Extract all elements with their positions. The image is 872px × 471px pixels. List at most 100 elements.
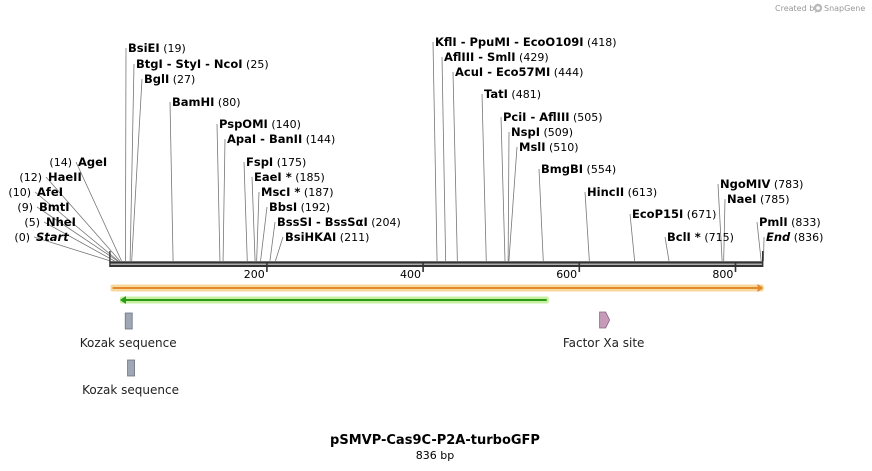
- snapgene-logo-icon: [813, 3, 823, 13]
- site-haeii-leader: [45, 176, 121, 262]
- site-bamhi[interactable]: BamHI (80): [172, 95, 241, 109]
- site-bmti-leader: [36, 206, 118, 262]
- site-kfli-enzyme: - EcoO109I: [510, 35, 583, 49]
- site-pcii-enzyme: - AflIII: [526, 110, 569, 124]
- site-msci[interactable]: MscI * (187): [261, 185, 334, 199]
- site-bsiei-label: BsiEI (19): [128, 41, 186, 55]
- site-naei-enzyme: NaeI: [727, 192, 756, 206]
- site-afliii-enzyme: AflIII: [444, 50, 474, 64]
- site-pmli[interactable]: PmlI (833): [759, 215, 821, 229]
- feature-orf-main[interactable]: [110, 284, 764, 292]
- site-pmli-label: PmlI (833): [759, 215, 821, 229]
- site-nspi[interactable]: NspI (509): [511, 125, 573, 139]
- site-nhei[interactable]: (5)NheI: [24, 215, 75, 229]
- site-pcii-position: (505): [573, 111, 603, 124]
- site-apai[interactable]: ApaI - BanII (144): [227, 132, 335, 146]
- feature-orf-gfp[interactable]: [119, 296, 549, 304]
- site-btgi-position: (25): [246, 58, 269, 71]
- ruler-end-cap: [762, 251, 764, 267]
- site-afliii[interactable]: AflIII - SmlI (429): [444, 50, 549, 64]
- site-bsssi-label: BssSI - BssSαI (204): [277, 215, 401, 229]
- site-fspi-position: (175): [277, 156, 307, 169]
- site-fspi[interactable]: FspI (175): [246, 155, 306, 169]
- site-acui-label: AcuI - Eco57MI (444): [455, 65, 583, 79]
- credit-prefix: Created by: [775, 4, 819, 13]
- site-bcli-enzyme: BclI *: [667, 230, 701, 244]
- site-bcli[interactable]: BclI * (715): [667, 230, 734, 244]
- site-ngomiv-leader: [717, 183, 723, 262]
- site-apai-position: (144): [306, 133, 336, 146]
- site-pcii[interactable]: PciI - AflIII (505): [503, 110, 603, 124]
- site-tati-position: (481): [511, 88, 541, 101]
- site-kfli[interactable]: KflI - PpuMI - EcoO109I (418): [435, 35, 617, 49]
- site-bmti[interactable]: (9) BmtI: [17, 200, 69, 214]
- site-bsiei-leader: [125, 47, 127, 262]
- site-end[interactable]: End (836): [766, 230, 823, 244]
- tick-mark-600: [578, 263, 581, 272]
- site-eaei-enzyme: EaeI *: [254, 170, 292, 184]
- site-apai-enzyme: - BanII: [256, 132, 302, 146]
- site-bsssi-enzyme: - BssSαI: [312, 215, 368, 229]
- site-tati-enzyme: TatI: [484, 87, 508, 101]
- feature-kozak-2[interactable]: Kozak sequence: [82, 359, 179, 397]
- site-pspomi[interactable]: PspOMI (140): [219, 117, 301, 131]
- site-bbsi-enzyme: BbsI: [269, 200, 297, 214]
- site-bsiei-enzyme: BsiEI: [128, 41, 160, 55]
- site-bcli-position: (715): [704, 231, 734, 244]
- site-naei[interactable]: NaeI (785): [727, 192, 790, 206]
- site-bmgbi-label: BmgBI (554): [541, 162, 616, 176]
- site-bbsi[interactable]: BbsI (192): [269, 200, 330, 214]
- site-fspi-enzyme: FspI: [246, 155, 273, 169]
- feature-kozak-1[interactable]: Kozak sequence: [80, 312, 177, 350]
- site-ecop15i-leader: [629, 213, 636, 262]
- site-tati[interactable]: TatI (481): [484, 87, 541, 101]
- site-bsihkai-position: (211): [340, 231, 370, 244]
- site-afei[interactable]: (10)AfeI: [8, 185, 63, 199]
- site-acui-position: (444): [554, 66, 584, 79]
- site-bgli[interactable]: BglI (27): [144, 72, 195, 86]
- site-pspomi-leader: [216, 123, 221, 262]
- site-start-leader: [33, 236, 111, 262]
- site-eaei[interactable]: EaeI * (185): [254, 170, 325, 184]
- site-ngomiv[interactable]: NgoMIV (783): [720, 177, 803, 191]
- ruler-bottom-line: [110, 264, 763, 267]
- site-msli[interactable]: MslI (510): [519, 140, 579, 154]
- site-end-label: End (836): [766, 230, 823, 244]
- site-agei[interactable]: (14)AgeI: [49, 155, 107, 169]
- site-bmti-position: (9): [17, 201, 33, 214]
- site-bsiei[interactable]: BsiEI (19): [128, 41, 186, 55]
- site-bsssi-position: (204): [371, 216, 401, 229]
- site-pcii-leader: [500, 116, 506, 262]
- site-msci-position: (187): [304, 186, 334, 199]
- site-acui[interactable]: AcuI - Eco57MI (444): [455, 65, 583, 79]
- site-ecop15i[interactable]: EcoP15I (671): [632, 207, 716, 221]
- site-afei-position: (10): [8, 186, 31, 199]
- site-btgi-enzyme: - NcoI: [201, 57, 242, 71]
- site-ngomiv-enzyme: NgoMIV: [720, 177, 770, 191]
- site-bsssi[interactable]: BssSI - BssSαI (204): [277, 215, 401, 229]
- site-kfli-enzyme: KflI: [435, 35, 457, 49]
- site-bmti-name: BmtI: [39, 200, 70, 214]
- site-bmgbi-position: (554): [587, 163, 617, 176]
- site-nspi-label: NspI (509): [511, 125, 573, 139]
- feature-factor-xa[interactable]: Factor Xa site: [563, 311, 645, 350]
- feature-factor-xa-label: Factor Xa site: [563, 336, 645, 350]
- site-start[interactable]: (0)Start: [14, 230, 69, 244]
- site-haeii[interactable]: (12)HaeII: [19, 170, 81, 184]
- feature-kozak-1-label: Kozak sequence: [80, 336, 177, 350]
- site-bmgbi[interactable]: BmgBI (554): [541, 162, 616, 176]
- site-tati-label: TatI (481): [484, 87, 541, 101]
- site-hincii[interactable]: HincII (613): [587, 185, 657, 199]
- site-bsihkai[interactable]: BsiHKAI (211): [285, 230, 369, 244]
- tick-mark-800: [734, 263, 737, 272]
- site-btgi-leader: [129, 63, 135, 262]
- site-nhei-enzyme: NheI: [46, 215, 76, 229]
- site-haeii-enzyme: HaeII: [48, 170, 82, 184]
- site-hincii-position: (613): [628, 186, 658, 199]
- site-btgi[interactable]: BtgI - StyI - NcoI (25): [136, 57, 269, 71]
- site-bmti-enzyme: BmtI: [39, 200, 70, 214]
